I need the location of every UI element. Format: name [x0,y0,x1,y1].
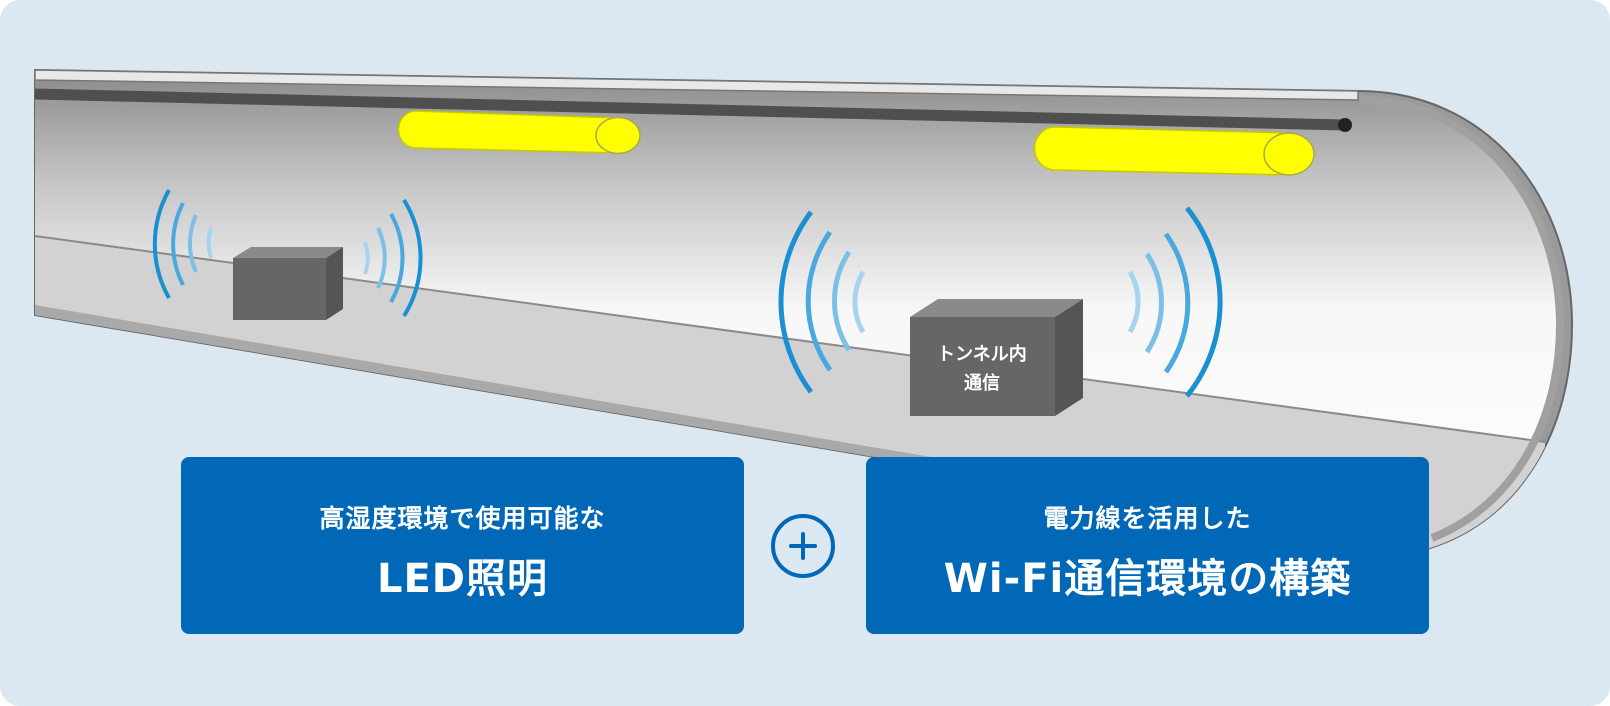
wifi-device-large: トンネル内 通信 [910,299,1083,416]
led-light-left [397,110,641,155]
tunnel-end-ring [1359,96,1565,542]
wifi-card-subtitle: 電力線を活用した [1043,504,1252,533]
wifi-card: 電力線を活用した Wi-Fi通信環境の構築 [866,457,1429,634]
led-card-subtitle: 高湿度環境で使用可能な [319,504,606,533]
wifi-waves-large-left [778,210,866,394]
comm-box-label-line1: トンネル内 [937,343,1027,365]
comm-box-label-line2: 通信 [964,372,1000,394]
wifi-waves-small-left [152,189,213,299]
power-line [34,88,1352,132]
led-light-right [1033,126,1315,176]
led-card-title: LED照明 [376,556,548,602]
led-lighting-card: 高湿度環境で使用可能な LED照明 [181,457,744,634]
wifi-waves-large-right [1127,206,1223,398]
wifi-card-title: Wi-Fi通信環境の構築 [943,556,1352,602]
plus-icon [771,514,835,578]
wifi-device-small [233,247,343,320]
power-line-end [1338,118,1352,132]
wifi-waves-small-right [363,198,423,318]
tunnel-top-rim [34,69,1359,101]
